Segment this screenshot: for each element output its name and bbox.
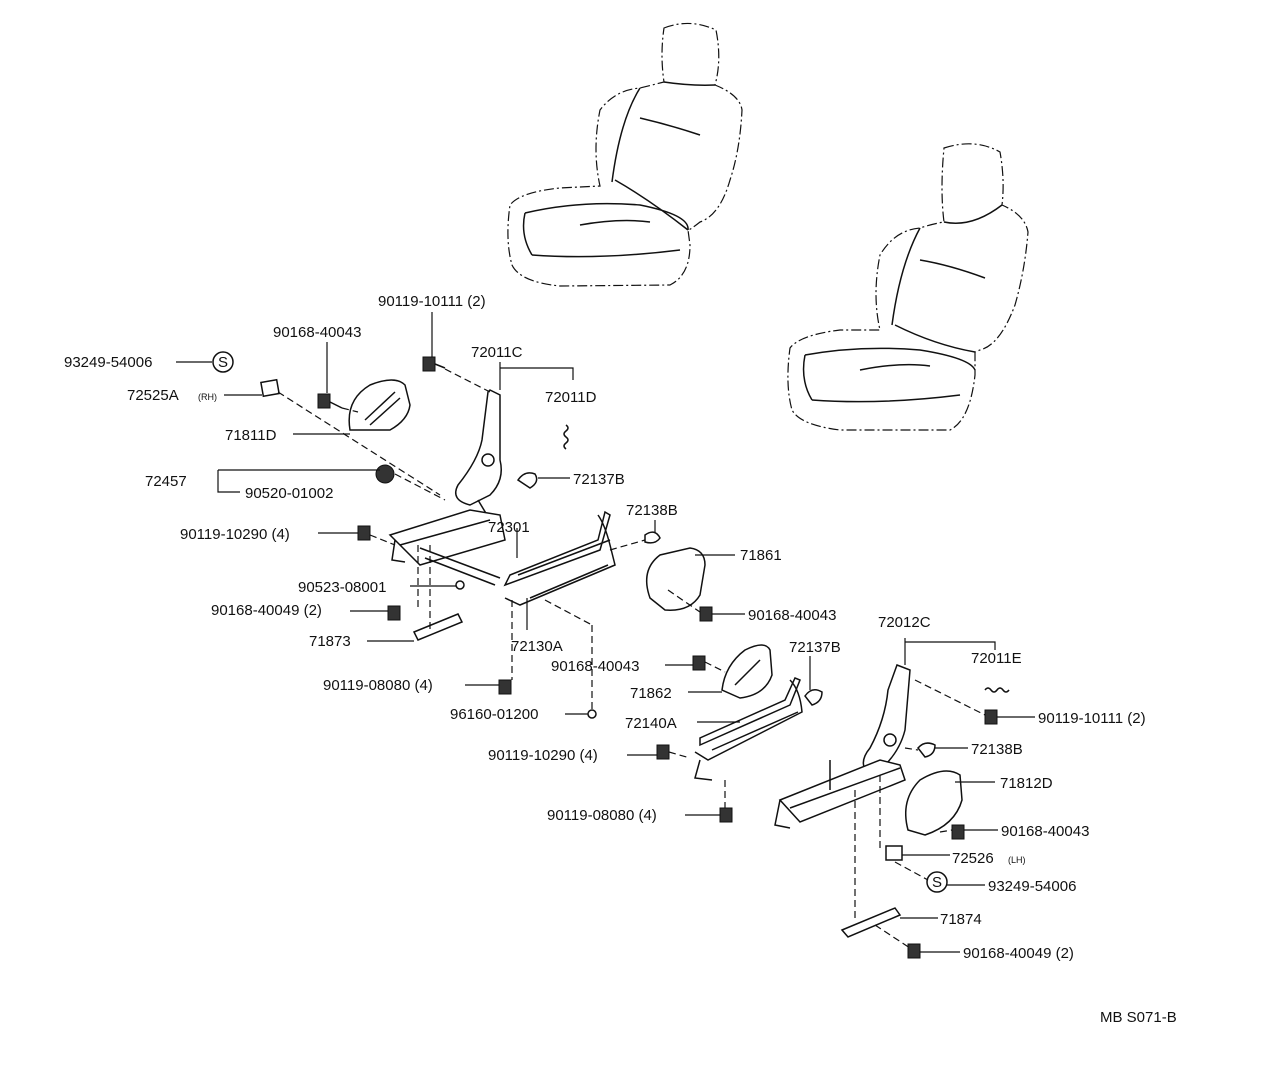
label-90168-40043-top: 90168-40043 [273, 324, 361, 341]
label-72012C: 72012C [878, 614, 931, 631]
label-71811D: 71811D [225, 427, 277, 444]
recliner-72012C [862, 664, 911, 771]
label-72138B-right: 72138B [971, 741, 1023, 758]
bolt-90119-08080-left [498, 679, 512, 695]
pad-72138B-right [917, 742, 936, 758]
label-72140A: 72140A [625, 715, 677, 732]
label-71812D: 71812D [1000, 775, 1053, 792]
assembly-dashes [277, 368, 986, 949]
bracket-71873 [412, 613, 464, 641]
knob-72457 [375, 464, 395, 484]
cap-72526 [885, 845, 903, 861]
label-90523-08001: 90523-08001 [298, 579, 386, 596]
label-90168-40043-right: 90168-40043 [1001, 823, 1089, 840]
label-90119-08080-mid: 90119-08080 (4) [547, 807, 657, 824]
bolt-90119-10111-right [984, 709, 998, 725]
label-96160-01200: 96160-01200 [450, 706, 538, 723]
bolt-90168-40043-top [317, 393, 343, 409]
label-72011C: 72011C [471, 344, 523, 361]
label-72011D: 72011D [545, 389, 597, 406]
bracket-71874 [840, 907, 902, 938]
label-72137B-top: 72137B [573, 471, 625, 488]
label-71862: 71862 [630, 685, 672, 702]
label-90168-40049-left: 90168-40049 (2) [211, 602, 322, 619]
label-90119-10290-mid: 90119-10290 (4) [488, 747, 598, 764]
bolt-90119-10111-top [422, 356, 446, 372]
seat-track-right [774, 759, 906, 829]
bolt-90119-10290-left [357, 525, 371, 541]
cover-71862 [721, 644, 773, 699]
label-90168-40049-right: 90168-40049 (2) [963, 945, 1074, 962]
recliner-72011C [455, 389, 502, 521]
label-72301: 72301 [488, 519, 530, 536]
label-72457: 72457 [145, 473, 187, 490]
label-72525A-sub: (RH) [198, 392, 217, 402]
label-72011E: 72011E [971, 650, 1022, 667]
leader-lines [176, 312, 1035, 953]
bolt-90119-08080-mid [719, 807, 733, 823]
bolt-90168-40049-right [907, 943, 921, 959]
cover-71861 [645, 547, 706, 611]
seat-illustration-left [507, 22, 743, 287]
bolt-90119-10290-mid [656, 744, 670, 760]
label-90168-40043-center: 90168-40043 [551, 658, 639, 675]
seat-illustration-right [787, 143, 1029, 431]
label-90119-10290-left: 90119-10290 (4) [180, 526, 290, 543]
part-labels: 90119-10111 (2) 90168-40043 93249-54006 … [64, 293, 1177, 1026]
pad-72137B-mid [804, 689, 823, 706]
label-90119-10111-top: 90119-10111 (2) [378, 293, 486, 310]
label-72137B-mid: 72137B [789, 639, 841, 656]
reference-code: MB S071-B [1100, 1009, 1177, 1026]
cap-72525A [260, 378, 280, 398]
pad-72138B-top [644, 531, 661, 544]
label-90119-08080-left: 90119-08080 (4) [323, 677, 433, 694]
label-72526: 72526 [952, 850, 994, 867]
svg-text:S: S [932, 874, 942, 891]
bolt-90168-40043-mid [699, 606, 713, 622]
seat-track-center [694, 677, 803, 781]
label-90168-40043-mid: 90168-40043 [748, 607, 836, 624]
clip-96160-01200 [587, 709, 597, 719]
label-90119-10111-right: 90119-10111 (2) [1038, 710, 1146, 727]
label-93249-54006-left: 93249-54006 [64, 354, 152, 371]
cover-71812D [905, 770, 963, 836]
label-72525A: 72525A [127, 387, 179, 404]
svg-text:S: S [218, 354, 228, 371]
bolt-90168-40043-right [951, 824, 965, 840]
s-symbol-left: S [212, 351, 234, 373]
label-72130A: 72130A [511, 638, 563, 655]
label-90520-01002: 90520-01002 [245, 485, 333, 502]
spring-72011E [984, 687, 1010, 693]
cover-71811D [348, 379, 411, 431]
label-71861: 71861 [740, 547, 782, 564]
clip-90523-08001 [455, 580, 465, 590]
label-71873: 71873 [309, 633, 351, 650]
label-93249-54006-right: 93249-54006 [988, 878, 1076, 895]
seat-track-right-of-left [503, 510, 616, 606]
label-71874: 71874 [940, 911, 982, 928]
spring-72011D [563, 424, 569, 450]
label-72526-sub: (LH) [1008, 855, 1026, 865]
seat-track-left [388, 509, 506, 586]
s-symbol-right: S [926, 871, 948, 893]
bolt-90168-40043-center [692, 655, 706, 671]
pad-72137B-top [516, 472, 538, 489]
label-72138B-top: 72138B [626, 502, 678, 519]
bolt-90168-40049-left [387, 605, 401, 621]
